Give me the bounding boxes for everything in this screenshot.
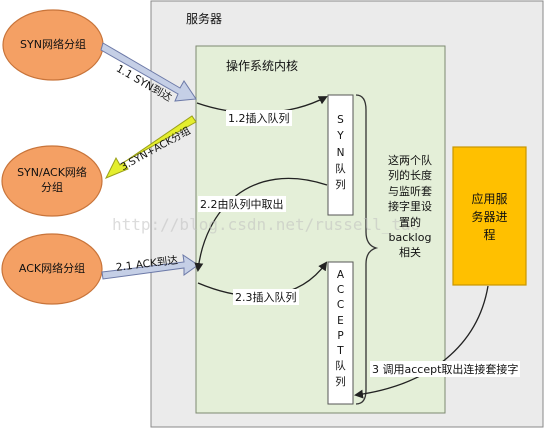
- note-line: 置的: [399, 215, 421, 229]
- accept-queue-box: [327, 261, 354, 405]
- syn-queue-box: [327, 94, 354, 216]
- arrow-ack-arrive: [101, 253, 199, 280]
- note-line: 相关: [399, 246, 421, 260]
- accept-queue-label: A C C E P T 队 列: [328, 268, 353, 390]
- label-accept-call: 3 调用accept取出连接套接字: [370, 361, 521, 377]
- note-line: 列的长度: [388, 169, 432, 183]
- syn-queue-char: Y: [337, 130, 344, 143]
- label-insert-accept-queue: 2.3插入队列: [233, 289, 299, 305]
- arrow-accept-call: [354, 285, 489, 399]
- note-line: 这两个队: [388, 154, 432, 167]
- accept-queue-char: P: [337, 329, 344, 342]
- note-line: 与监听套: [388, 184, 432, 198]
- synack-label-line1: SYN/ACK网络: [17, 166, 87, 180]
- label-insert-syn-queue: 1.2插入队列: [226, 110, 292, 126]
- accept-queue-char: C: [336, 299, 345, 312]
- note-line: 接字里设: [388, 200, 432, 214]
- app-line: 务器进: [471, 210, 508, 224]
- accept-queue-char: 队: [335, 360, 346, 373]
- server-title: 服务器: [186, 12, 223, 26]
- app-server-box: [452, 146, 527, 286]
- ack-packet-node: [1, 233, 103, 305]
- arrow-take-from-queue: [194, 177, 328, 272]
- app-line: 应用服: [471, 192, 508, 206]
- ack-packet-label: ACK网络分组: [18, 261, 86, 275]
- accept-queue-char: A: [336, 269, 345, 281]
- queue-brace: [355, 94, 379, 405]
- syn-queue-char: N: [336, 146, 345, 159]
- syn-queue-char: 队: [335, 162, 346, 175]
- synack-packet-node: [1, 145, 103, 217]
- syn-queue-char: 列: [335, 179, 346, 192]
- watermark: http://blog.csdn.net/russell_tao: [112, 215, 420, 234]
- syn-queue-label: S Y N 队 列: [328, 112, 353, 193]
- app-server-label: 应用服 务器进 程: [453, 190, 526, 244]
- label-take-from-queue: 2.2由队列中取出: [198, 196, 286, 212]
- accept-queue-char: C: [336, 284, 345, 297]
- kernel-box: [195, 45, 446, 414]
- note-line: backlog: [388, 230, 432, 244]
- accept-queue-char: 列: [335, 375, 346, 388]
- synack-packet-label: SYN/ACK网络 分组: [2, 146, 102, 216]
- app-line: 程: [483, 228, 496, 242]
- kernel-title: 操作系统内核: [226, 59, 299, 73]
- syn-queue-char: S: [337, 114, 344, 126]
- arrow-syn-arrive: [100, 42, 197, 102]
- accept-queue-char: E: [337, 314, 344, 327]
- accept-queue-char: T: [337, 345, 344, 358]
- synack-label-line2: 分组: [41, 181, 63, 194]
- queue-length-note: 这两个队 列的长度 与监听套 接字里设 置的 backlog 相关: [372, 153, 448, 261]
- arrow-synack-send: [104, 115, 197, 179]
- syn-packet-label: SYN网络分组: [20, 37, 86, 51]
